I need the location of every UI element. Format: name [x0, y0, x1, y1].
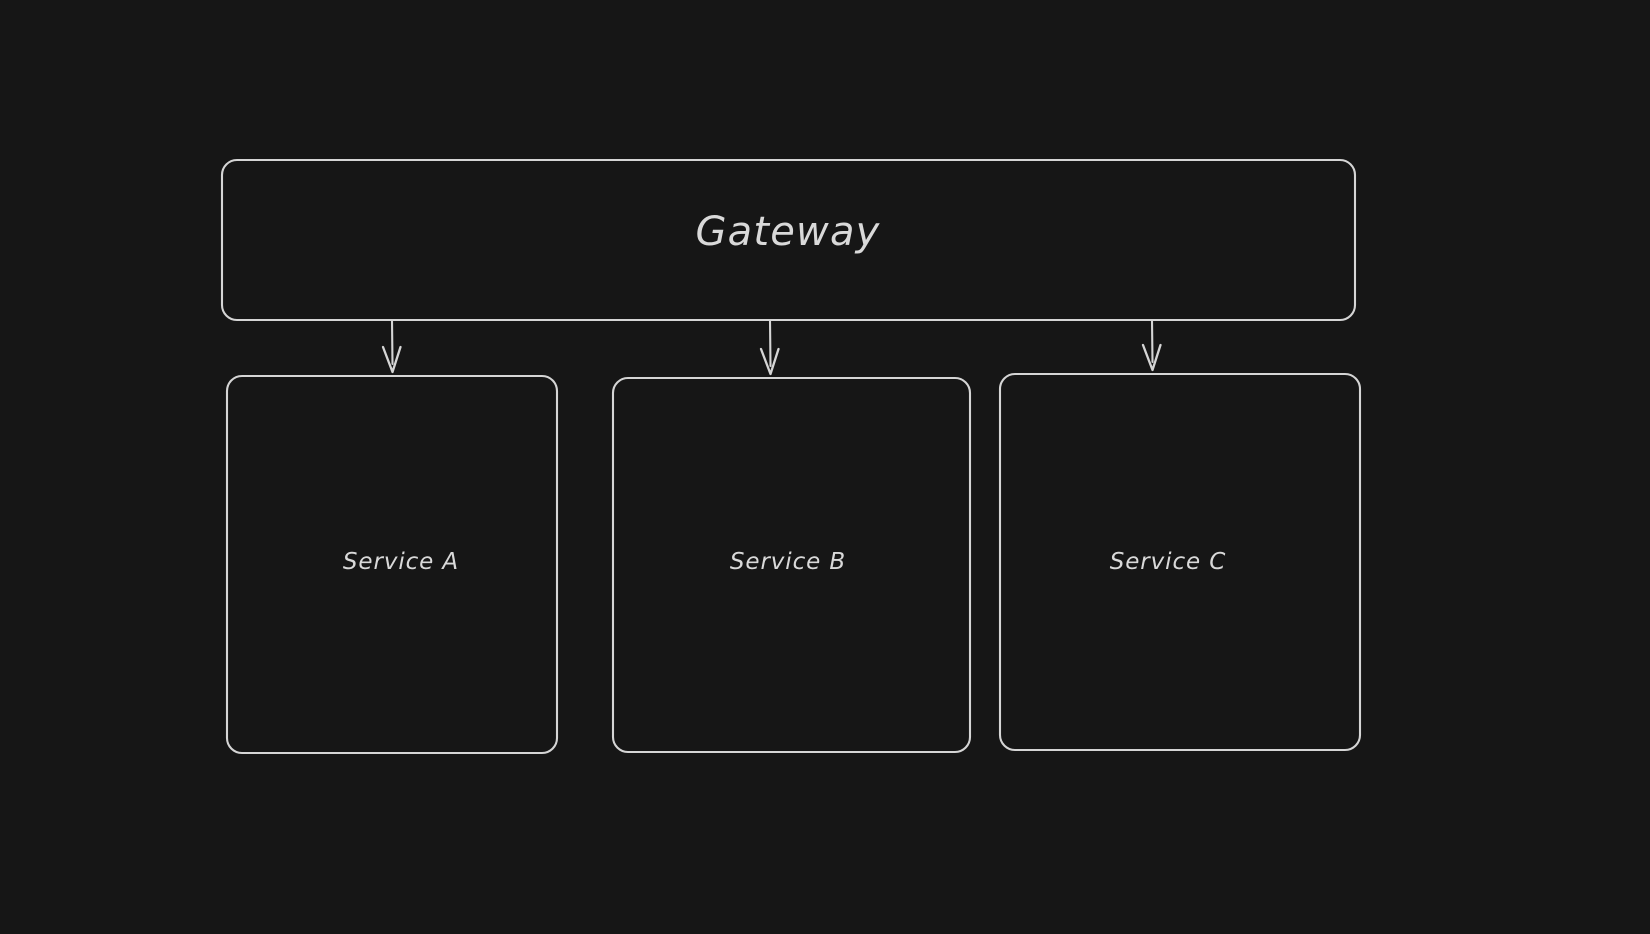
node-service-b-shape[interactable] — [611, 376, 972, 754]
edge-gateway-to-service-b-arrowhead — [759, 347, 780, 376]
node-service-c-label: Service C — [1110, 549, 1226, 575]
node-service-c-shape[interactable] — [998, 372, 1362, 752]
edge-gateway-to-service-a-line — [390, 318, 394, 366]
node-service-c[interactable]: Service C — [998, 372, 1362, 752]
node-service-b-label: Service B — [730, 549, 846, 575]
edge-gateway-to-service-a-arrowhead — [381, 345, 402, 374]
edge-gateway-to-service-c-arrowhead — [1141, 343, 1162, 372]
edge-gateway-to-service-c-line — [1150, 318, 1154, 364]
node-service-a-label: Service A — [343, 549, 459, 575]
node-gateway[interactable]: Gateway — [220, 158, 1357, 322]
node-gateway-label: Gateway — [695, 209, 880, 255]
node-service-b[interactable]: Service B — [611, 376, 972, 754]
node-service-a[interactable]: Service A — [225, 374, 559, 755]
edge-gateway-to-service-c — [1141, 318, 1162, 372]
edge-gateway-to-service-b-line — [768, 318, 772, 368]
edge-gateway-to-service-b — [759, 318, 780, 376]
edge-gateway-to-service-a — [381, 318, 402, 374]
node-service-a-shape[interactable] — [225, 374, 559, 755]
node-gateway-shape[interactable] — [220, 158, 1357, 322]
